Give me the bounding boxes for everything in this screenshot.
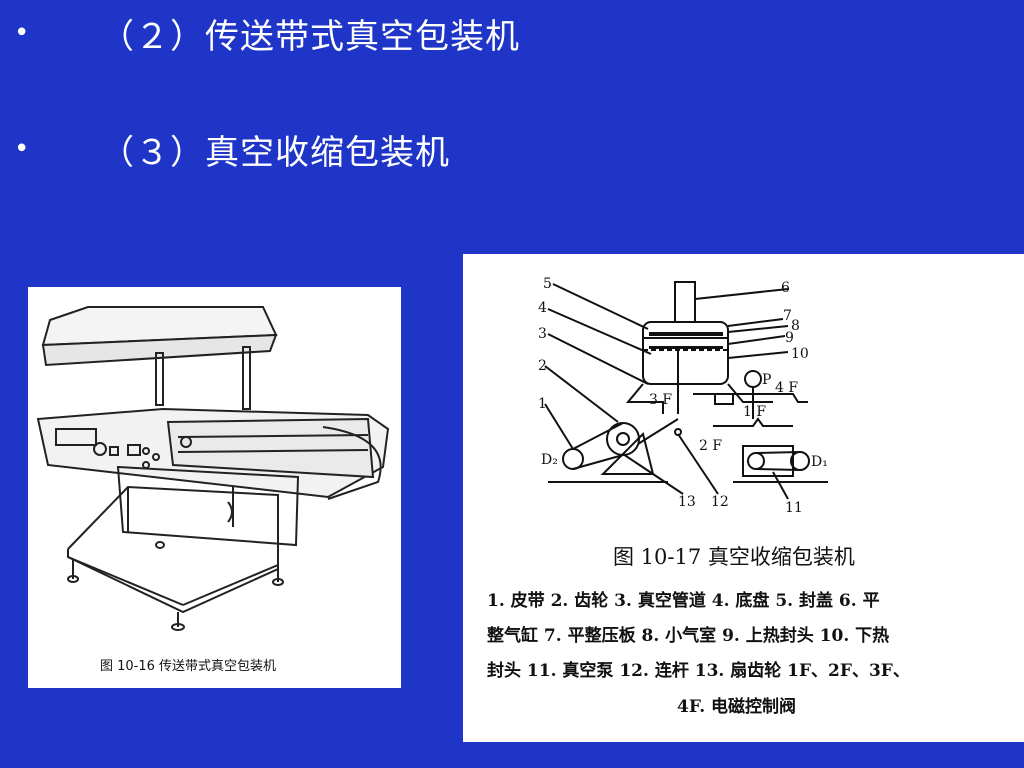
legend-line: 整气缸 7. 平整压板 8. 小气室 9. 上热封头 10. 下热 [487,626,890,646]
valve-label-2f: 2 F [699,438,722,454]
part-label-2: 2 [538,358,547,374]
valve-label-4f: 4 F [775,380,798,396]
part-label-12: 12 [711,494,729,510]
part-label-9: 9 [785,330,794,346]
part-label-5: 5 [543,276,552,292]
part-label-1: 1 [538,396,547,412]
part-label-3: 3 [538,326,547,342]
part-label-6: 6 [781,280,790,296]
bullet-text: （２）传送带式真空包装机 [100,16,520,57]
bullet-text: （３）真空收缩包装机 [100,132,450,173]
part-label-4: 4 [538,300,547,316]
legend-line: 4F. 电磁控制阀 [677,697,797,717]
shrink-machine-schematic: 5 4 3 2 1 6 7 8 9 10 11 12 13 1 F 2 F 3 … [538,276,828,516]
conveyor-machine-drawing [36,306,390,631]
right-figure-title: 图 10-17 真空收缩包装机 [613,545,855,569]
valve-label-p: P [762,372,771,388]
legend-line: 1. 皮带 2. 齿轮 3. 真空管道 4. 底盘 5. 封盖 6. 平 [487,591,880,611]
valve-label-3f: 3 F [649,392,672,408]
motor-label-d2: D₂ [541,452,558,468]
part-label-11: 11 [785,500,803,516]
shrink-machine-figure: 5 4 3 2 1 6 7 8 9 10 11 12 13 1 F 2 F 3 … [463,254,1024,742]
bullet-dot: • [14,18,30,48]
legend-line: 封头 11. 真空泵 12. 连杆 13. 扇齿轮 1F、2F、3F、 [487,661,910,681]
bullet-dot: • [14,134,30,164]
part-label-7: 7 [783,308,792,324]
conveyor-machine-figure: 图 10-16 传送带式真空包装机 [28,287,401,688]
motor-label-d1: D₁ [811,454,828,470]
part-label-13: 13 [678,494,696,510]
part-label-10: 10 [791,346,809,362]
valve-label-1f: 1 F [743,404,766,420]
part-label-8: 8 [791,318,800,334]
left-figure-caption: 图 10-16 传送带式真空包装机 [100,659,277,674]
